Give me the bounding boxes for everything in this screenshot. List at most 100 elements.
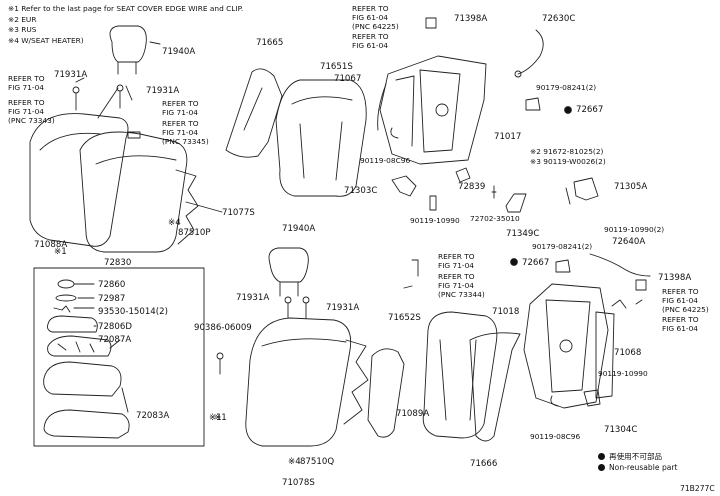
part-label: 90179-08241(2): [536, 83, 597, 92]
refer-line: REFER TO: [662, 287, 699, 296]
part-label: 90119-10990(2): [604, 225, 665, 234]
bolt-91672: [565, 187, 571, 205]
clip-71398A-top: [425, 17, 437, 29]
note-2: ※2 EUR: [8, 14, 37, 24]
note-1: ※1 Refer to the last page for SEAT COVER…: [8, 4, 244, 13]
nonreusable-dot-icon: [598, 453, 605, 460]
refer-line: (PNC 73343): [8, 116, 55, 126]
refer-line: REFER TO: [8, 74, 45, 83]
leader: [149, 41, 161, 45]
part-71349C: [505, 193, 527, 213]
part-label: 71666: [470, 459, 498, 469]
part-label: 71931A: [326, 303, 360, 313]
refer-fig-71-04-pnc73345[interactable]: REFER TO FIG 71-04 (PNC 73345): [162, 119, 209, 147]
screw-90386-06009: [216, 352, 224, 375]
screw-71931A-b1: [284, 296, 292, 319]
bracket-71305A: [573, 177, 599, 201]
seatback-pad-71078S: [245, 317, 369, 447]
part-label: 71931A: [146, 86, 180, 96]
part-label: 90119-08C96: [530, 432, 581, 441]
notes-block: ※1 Refer to the last page for SEAT COVER…: [8, 4, 243, 46]
refer-fig-61-04-pnc64225-top[interactable]: REFER TO FIG 61-04 (PNC 64225): [352, 4, 399, 32]
leader: [635, 299, 643, 305]
part-label: 93530-15014(2): [98, 307, 168, 317]
part-label: 71305A: [614, 182, 648, 192]
bolt-90119-08C96: [390, 127, 399, 139]
cable-72640A: [589, 253, 651, 277]
part-label: ※3 90119-W0026(2): [530, 157, 606, 166]
part-label: 72083A: [136, 411, 170, 421]
part-label: 71017: [494, 132, 522, 142]
clip-73345: [127, 131, 141, 139]
part-label: 71931A: [54, 70, 88, 80]
part-label: ※1: [214, 413, 227, 423]
refer-line: REFER TO: [662, 315, 699, 324]
part-label: 71077S: [222, 208, 255, 218]
refer-line: FIG 71-04: [8, 83, 44, 93]
part-label: 71303C: [344, 186, 378, 196]
side-panel-71089A: [367, 348, 405, 438]
part-label: 71018: [492, 307, 520, 317]
seatback-frame-71018: [523, 283, 609, 409]
part-label: 87510Q: [300, 457, 335, 467]
armrest-parts: [43, 279, 130, 439]
part-label: 72667: [522, 258, 550, 268]
clip-71398A-bot: [635, 279, 647, 291]
refer-fig-71-04-b[interactable]: REFER TO FIG 71-04: [162, 99, 199, 117]
part-71068: [595, 311, 615, 399]
part-label: 72860: [98, 280, 126, 290]
headrest-71940A-bottom: [268, 247, 309, 297]
part-label: 71940A: [282, 224, 316, 234]
part-label: 90119-10990: [598, 369, 648, 378]
headrest-71940A-top: [109, 25, 147, 75]
part-label: 71652S: [388, 313, 421, 323]
refer-line: (PNC 73344): [438, 290, 485, 300]
refer-line: REFER TO: [162, 99, 199, 108]
seatback-frame-71017: [377, 55, 487, 165]
leaders-armrest: [73, 283, 129, 413]
refer-fig-71-04-pnc73344[interactable]: REFER TO FIG 71-04 (PNC 73344): [438, 272, 485, 300]
screw-71931A-left: [72, 86, 80, 111]
refer-line: REFER TO: [438, 252, 475, 261]
part-label: 71088A: [34, 240, 68, 250]
part-label: 71398A: [454, 14, 488, 24]
refer-fig-71-04-c[interactable]: REFER TO FIG 71-04: [438, 252, 475, 270]
board-71666: [469, 332, 521, 442]
part-label: 72987: [98, 294, 126, 304]
note-3: ※3 RUS: [8, 25, 37, 35]
screw-71931A-right: [116, 84, 124, 109]
bracket-71304C: [583, 389, 601, 407]
seat-cushion-71652S: [422, 311, 498, 439]
screw-71931A-b2: [302, 296, 310, 319]
part-label: ※4: [168, 218, 181, 228]
connector: [514, 70, 522, 78]
seatback-pad-71651S: [275, 79, 367, 197]
seatback-cover-71088A: [29, 113, 129, 247]
refer-fig-61-04-bot[interactable]: REFER TO FIG 61-04: [662, 315, 699, 333]
refer-line: FIG 71-04: [162, 128, 198, 138]
refer-fig-61-04-pnc64225-bot[interactable]: REFER TO FIG 61-04 (PNC 64225): [662, 287, 709, 315]
refer-fig-71-04-a[interactable]: REFER TO FIG 71-04: [8, 74, 45, 92]
legend-en-text: Non-reusable part: [609, 462, 678, 472]
nonreusable-dot-72667-top: [564, 106, 572, 114]
refer-line: REFER TO: [352, 32, 389, 41]
refer-line: REFER TO: [8, 98, 45, 107]
refer-fig-61-04-top[interactable]: REFER TO FIG 61-04: [352, 32, 389, 50]
part-label: 90179-08241(2): [532, 242, 593, 251]
part-label: 90386-06009: [194, 323, 252, 333]
part-label: ※1: [209, 413, 222, 423]
clip-64225-bot: [611, 299, 627, 309]
part-label: ※2 91672-81025(2): [530, 147, 604, 156]
leader: [185, 201, 223, 213]
legend: 再使用不可部品 Non-reusable part 71B277C: [598, 452, 715, 493]
nonreusable-dot-icon: [598, 463, 605, 471]
seatback-board-71665: [225, 68, 283, 158]
part-label: 71068: [614, 348, 642, 358]
part-label: 71304C: [604, 425, 638, 435]
part-label: 71940A: [162, 47, 196, 57]
refer-line: FIG 71-04: [438, 261, 474, 271]
part-label: 71931A: [236, 293, 270, 303]
refer-fig-71-04-pnc73343[interactable]: REFER TO FIG 71-04 (PNC 73343): [8, 98, 55, 126]
part-72702: [491, 185, 497, 199]
